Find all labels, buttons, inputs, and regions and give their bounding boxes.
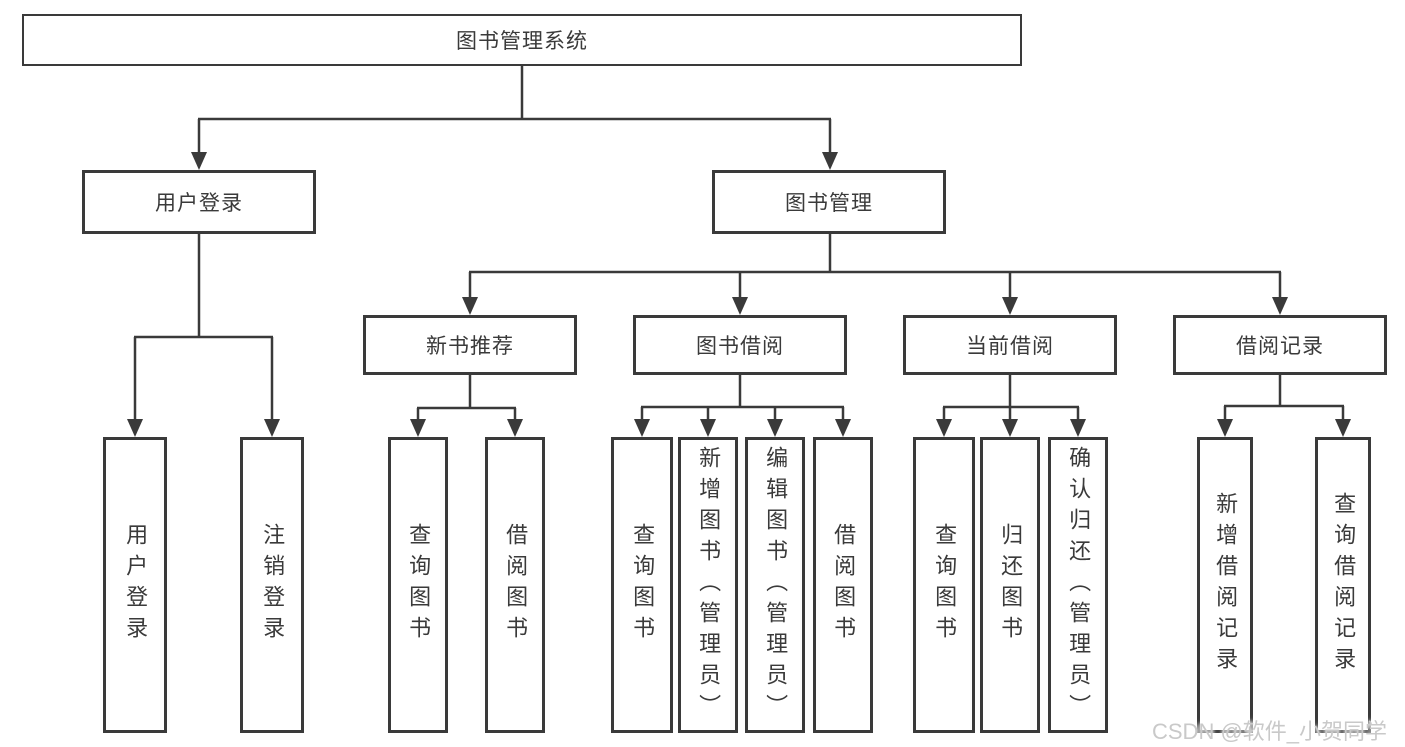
node-new-book-recommend: 新书推荐 (363, 315, 577, 375)
node-label: 借阅图书 (831, 523, 857, 647)
node-confirm-return-admin: 确认归还（管理员） (1048, 437, 1108, 733)
node-query-books-current: 查询图书 (913, 437, 975, 733)
node-edit-books-admin: 编辑图书（管理员） (745, 437, 805, 733)
node-label: 图书借阅 (696, 335, 784, 358)
node-label: 用户登录 (155, 192, 243, 215)
node-label: 编辑图书（管理员） (763, 445, 789, 725)
node-user-login-leaf: 用户登录 (103, 437, 167, 733)
node-label: 新增借阅记录 (1213, 492, 1239, 678)
node-borrow-books-recommend: 借阅图书 (485, 437, 545, 733)
node-label: 图书管理 (785, 192, 873, 215)
node-query-books-recommend: 查询图书 (388, 437, 448, 733)
node-borrow-books-leaf: 借阅图书 (813, 437, 873, 733)
node-label: 图书管理系统 (456, 30, 588, 53)
watermark-text: CSDN @软件_小贺同学 (1152, 719, 1388, 744)
node-add-borrow-record: 新增借阅记录 (1197, 437, 1253, 733)
node-label: 查询图书 (630, 523, 656, 647)
node-borrowing-records: 借阅记录 (1173, 315, 1387, 375)
node-query-borrow-record: 查询借阅记录 (1315, 437, 1371, 733)
node-label: 查询借阅记录 (1331, 492, 1357, 678)
node-label: 归还图书 (998, 523, 1024, 647)
node-book-management-system: 图书管理系统 (22, 14, 1022, 66)
node-query-books-borrowing: 查询图书 (611, 437, 673, 733)
node-label: 确认归还（管理员） (1066, 445, 1092, 725)
node-label: 当前借阅 (966, 335, 1054, 358)
node-label: 用户登录 (123, 523, 149, 647)
node-label: 借阅记录 (1236, 335, 1324, 358)
node-label: 借阅图书 (503, 523, 529, 647)
node-book-borrowing: 图书借阅 (633, 315, 847, 375)
node-book-management: 图书管理 (712, 170, 946, 234)
node-label: 查询图书 (932, 523, 958, 647)
node-add-books-admin: 新增图书（管理员） (678, 437, 738, 733)
node-current-borrowing: 当前借阅 (903, 315, 1117, 375)
node-label: 新书推荐 (426, 335, 514, 358)
node-return-books: 归还图书 (980, 437, 1040, 733)
node-label: 查询图书 (406, 523, 432, 647)
node-user-login: 用户登录 (82, 170, 316, 234)
node-logout-leaf: 注销登录 (240, 437, 304, 733)
node-label: 新增图书（管理员） (696, 445, 722, 725)
node-label: 注销登录 (260, 523, 286, 647)
